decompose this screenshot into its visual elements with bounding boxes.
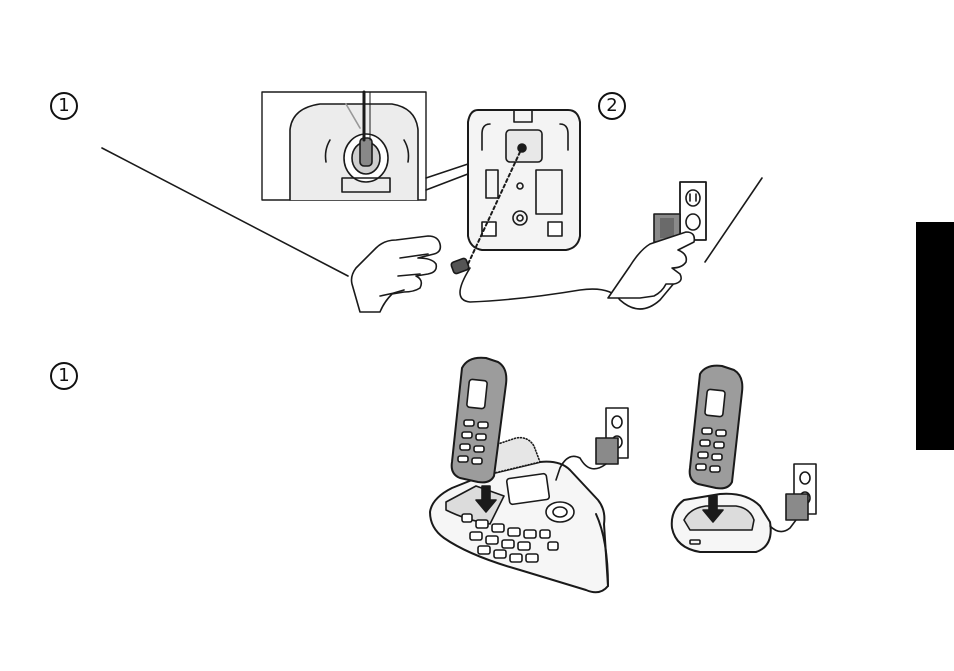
- hand-plugging-icon: [608, 232, 694, 298]
- ac-adapter-icon-3: [786, 494, 808, 520]
- pointing-hand-icon: [352, 236, 470, 312]
- handset-secondary: [690, 366, 743, 489]
- zoom-inset: [262, 92, 426, 200]
- wall-outlet-icon: [680, 182, 706, 240]
- charger: [672, 494, 796, 552]
- ac-adapter-icon-2: [596, 438, 618, 464]
- leader-line-right: [705, 178, 762, 262]
